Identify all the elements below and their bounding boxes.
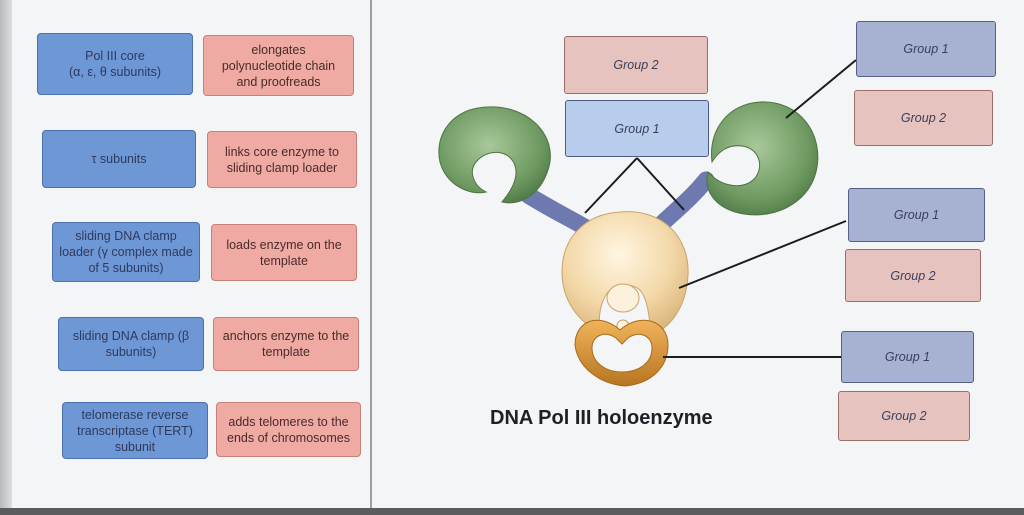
function-card-anchors-enzyme[interactable]: anchors enzyme to the template [213,317,359,371]
function-card-loads-enzyme[interactable]: loads enzyme on the template [211,224,357,281]
panel-divider [370,0,372,508]
component-card-tau-subunits[interactable]: τ subunits [42,130,196,188]
screen-bezel-bottom [0,508,1024,515]
drop-box-right-2[interactable]: Group 2 [854,90,993,146]
component-card-pol-iii-core[interactable]: Pol III core (α, ε, θ subunits) [37,33,193,95]
diagram-caption: DNA Pol III holoenzyme [490,407,713,429]
drop-box-right-6[interactable]: Group 2 [838,391,970,441]
leader-line-tau-right [636,157,685,211]
component-card-sliding-clamp[interactable]: sliding DNA clamp (β subunits) [58,317,204,371]
function-card-adds-telomeres[interactable]: adds telomeres to the ends of chromosome… [216,402,361,457]
drop-box-right-3[interactable]: Group 1 [848,188,985,242]
screen-bezel-left [0,0,12,515]
leader-line-tau-left [584,157,638,214]
drop-box-right-1[interactable]: Group 1 [856,21,996,77]
component-card-clamp-loader[interactable]: sliding DNA clamp loader (γ complex made… [52,222,200,282]
sliding-clamp-ring [574,319,669,387]
core-enzyme-right [706,101,819,216]
clamp-loader-body [561,211,689,336]
function-card-links-core[interactable]: links core enzyme to sliding clamp loade… [207,131,357,188]
drop-box-center-tau[interactable]: Group 1 [565,100,709,157]
function-card-elongates[interactable]: elongates polynucleotide chain and proof… [203,35,354,96]
drop-box-right-4[interactable]: Group 2 [845,249,981,302]
component-card-tert-subunit[interactable]: telomerase reverse transcriptase (TERT) … [62,402,208,459]
drop-box-center-top[interactable]: Group 2 [564,36,708,94]
core-enzyme-left [438,106,551,204]
drop-box-right-5[interactable]: Group 1 [841,331,974,383]
leader-line-clamp-loader [678,220,847,289]
leader-line-core-right [785,59,857,119]
